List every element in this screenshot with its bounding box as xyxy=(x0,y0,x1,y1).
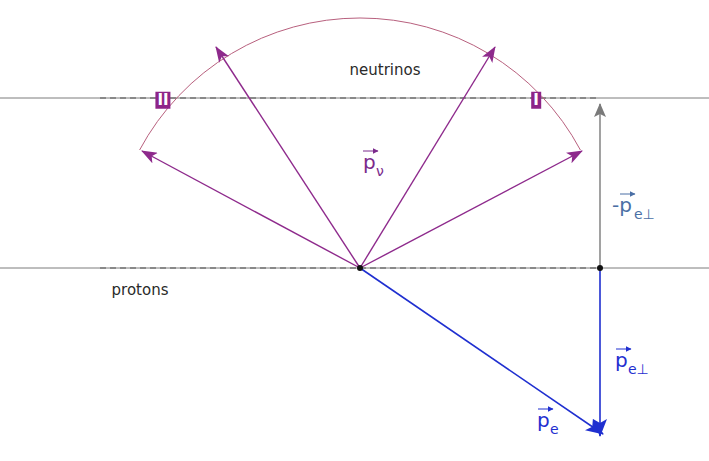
vector-symbol: -p xyxy=(612,195,632,215)
emission-region: II xyxy=(135,40,225,158)
vector-overarrow xyxy=(538,409,553,410)
vector-symbol: p xyxy=(363,152,376,172)
vector-overarrow xyxy=(616,349,631,350)
vector-subscript: e⊥ xyxy=(628,359,649,379)
proton-axis-dash xyxy=(100,268,600,269)
neutrino-vector xyxy=(360,47,495,268)
vector-subscript: e⊥ xyxy=(634,204,655,224)
perp-vector xyxy=(599,268,601,436)
origin-dot xyxy=(357,265,363,271)
node-label: neutrinos xyxy=(350,62,421,79)
neutrino-vector xyxy=(360,151,582,268)
axis-dot xyxy=(597,265,603,271)
vector-symbol: p xyxy=(537,410,550,430)
vector-symbol: p xyxy=(615,350,628,370)
minus-perp-vector xyxy=(599,104,600,268)
neutrino-vector xyxy=(216,47,360,268)
neutrino-vector xyxy=(142,151,360,268)
neutrino-cylinder: neutrinosIII xyxy=(90,40,610,158)
momentum-arc xyxy=(140,18,581,150)
node-label: protons xyxy=(112,282,169,299)
neutrino-axis xyxy=(0,98,709,99)
vector-subscript: e xyxy=(550,419,559,439)
vector-subscript: ν xyxy=(376,161,384,181)
node-label: I xyxy=(531,92,541,109)
vector-overarrow xyxy=(620,194,635,195)
neutrino-axis-dash xyxy=(100,98,600,99)
node-label: II xyxy=(155,92,170,109)
emission-region-outline xyxy=(135,40,225,158)
vector-overarrow xyxy=(363,151,378,152)
electron-vector xyxy=(360,268,603,434)
